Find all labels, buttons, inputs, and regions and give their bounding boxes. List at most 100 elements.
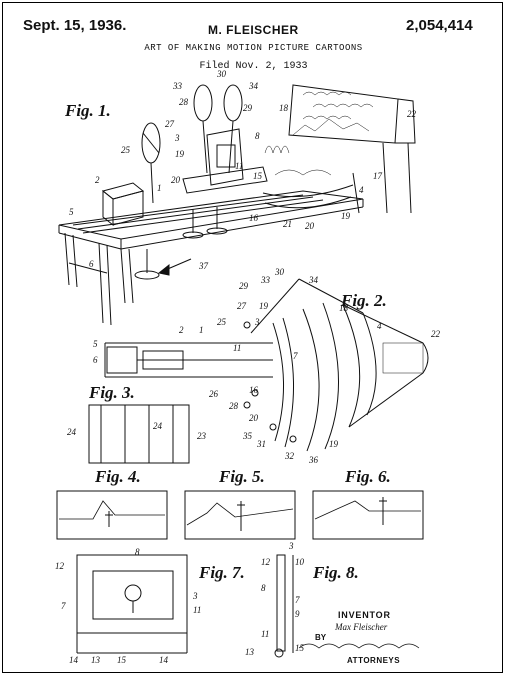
fig1-label: Fig. 1.	[65, 101, 111, 120]
attorney-signature	[298, 643, 420, 649]
ref-label: 21	[283, 219, 292, 229]
patent-number: 2,054,414	[406, 17, 473, 34]
ref-label: 12	[261, 557, 270, 567]
ref-label: 34	[309, 275, 318, 285]
ref-label: 22	[407, 109, 416, 119]
ref-label: 11	[193, 605, 202, 615]
ref-label: 19	[329, 439, 338, 449]
fig4-label: Fig. 4.	[95, 467, 141, 486]
ref-label: 35	[243, 431, 252, 441]
ref-label: 16	[249, 385, 258, 395]
ref-label: 13	[91, 655, 100, 665]
ref-label: 17	[373, 171, 382, 181]
ref-label: 20	[171, 175, 180, 185]
ref-label: 27	[237, 301, 246, 311]
inventor-label: INVENTOR	[338, 610, 391, 620]
ref-label: 3	[175, 133, 180, 143]
ref-label: 33	[173, 81, 182, 91]
ref-label: 7	[61, 601, 66, 611]
fig3-drawing	[88, 404, 190, 464]
ref-label: 19	[175, 149, 184, 159]
ref-label: 30	[275, 267, 284, 277]
ref-label: 32	[285, 451, 294, 461]
ref-label: 8	[135, 547, 140, 557]
fig6-label: Fig. 6.	[345, 467, 391, 486]
ref-label: 22	[431, 329, 440, 339]
ref-label: 15	[253, 171, 262, 181]
ref-label: 30	[217, 69, 226, 79]
ref-label: 26	[209, 389, 218, 399]
ref-label: 10	[295, 557, 304, 567]
fig3-label: Fig. 3.	[89, 383, 135, 402]
ref-label: 31	[257, 439, 266, 449]
ref-label: 25	[217, 317, 226, 327]
fig1-drawing	[58, 84, 416, 326]
ref-label: 11	[235, 161, 244, 171]
ref-label: 11	[261, 629, 270, 639]
ref-label: 12	[55, 561, 64, 571]
ref-label: 29	[243, 103, 252, 113]
ref-label: 19	[259, 301, 268, 311]
ref-label: 5	[93, 339, 98, 349]
fig2-drawing	[104, 278, 429, 452]
ref-label: 2	[179, 325, 184, 335]
ref-label: 1	[199, 325, 204, 335]
ref-label: 13	[245, 647, 254, 657]
patent-sheet: Sept. 15, 1936. M. FLEISCHER 2,054,414 A…	[2, 2, 503, 673]
ref-label: 23	[197, 431, 206, 441]
ref-label: 24	[153, 421, 162, 431]
ref-label: 5	[69, 207, 74, 217]
ref-label: 18	[339, 303, 348, 313]
ref-label: 15	[117, 655, 126, 665]
patent-date: Sept. 15, 1936.	[23, 17, 127, 34]
fig2-label: Fig. 2.	[341, 291, 387, 310]
ref-label: 37	[199, 261, 208, 271]
ref-label: 28	[179, 97, 188, 107]
fig6-drawing	[312, 490, 424, 540]
ref-label: 18	[279, 103, 288, 113]
ref-label: 7	[293, 351, 298, 361]
ref-label: 20	[249, 413, 258, 423]
ref-label: 24	[67, 427, 76, 437]
ref-label: 6	[89, 259, 94, 269]
fig7-drawing	[76, 554, 188, 654]
inventor-header: M. FLEISCHER	[208, 23, 299, 37]
ref-label: 4	[377, 321, 382, 331]
ref-label: 3	[255, 317, 260, 327]
inventor-name: Max Fleischer	[335, 622, 388, 632]
ref-label: 14	[69, 655, 78, 665]
patent-drawing	[56, 84, 429, 658]
ref-label: 19	[341, 211, 350, 221]
ref-label: 11	[233, 343, 242, 353]
ref-label: 1	[157, 183, 162, 193]
by-label: BY	[315, 633, 327, 642]
ref-label: 15	[295, 643, 304, 653]
ref-label: 14	[159, 655, 168, 665]
ref-label: 36	[309, 455, 318, 465]
ref-label: 29	[239, 281, 248, 291]
ref-label: 27	[165, 119, 174, 129]
fig5-drawing	[184, 490, 296, 540]
fig7-label: Fig. 7.	[199, 563, 245, 582]
ref-label: 8	[255, 131, 260, 141]
fig8-label: Fig. 8.	[313, 563, 359, 582]
ref-label: 6	[93, 355, 98, 365]
ref-label: 3	[289, 541, 294, 551]
ref-label: 3	[193, 591, 198, 601]
fig5-label: Fig. 5.	[219, 467, 265, 486]
ref-label: 33	[261, 275, 270, 285]
ref-label: 9	[295, 609, 300, 619]
ref-label: 16	[249, 213, 258, 223]
ref-label: 25	[121, 145, 130, 155]
ref-label: 4	[359, 185, 364, 195]
ref-label: 34	[249, 81, 258, 91]
ref-label: 28	[229, 401, 238, 411]
ref-label: 2	[95, 175, 100, 185]
fig1-scenery	[264, 91, 374, 176]
fig4-drawing	[56, 490, 168, 540]
fig8-drawing	[274, 554, 294, 658]
filed-date: Filed Nov. 2, 1933	[199, 61, 308, 72]
ref-label: 8	[261, 583, 266, 593]
ref-label: 7	[295, 595, 300, 605]
ref-label: 20	[305, 221, 314, 231]
